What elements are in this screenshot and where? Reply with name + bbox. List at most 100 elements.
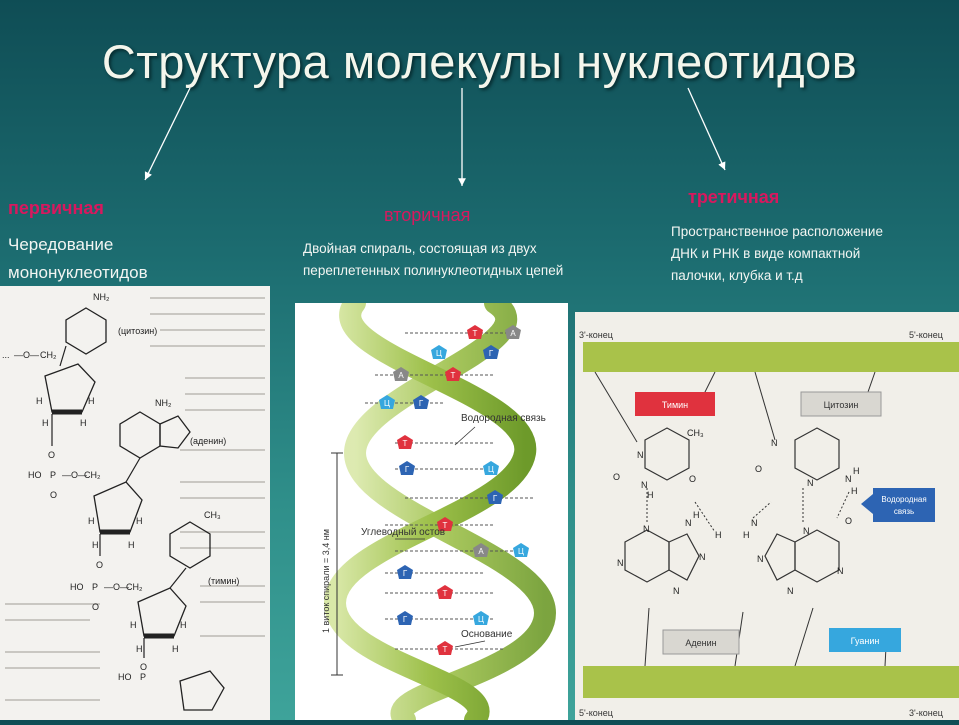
svg-text:N: N: [617, 558, 624, 568]
nh2-mid-label: NH₂: [155, 398, 172, 408]
adenine-label: (аденин): [190, 436, 226, 446]
svg-text:N: N: [643, 524, 650, 534]
base-letter-8: Т: [403, 439, 408, 448]
base-letter-9: Г: [405, 465, 410, 474]
svg-text:H: H: [715, 530, 722, 540]
arrow-primary: [144, 87, 191, 181]
svg-text:H: H: [743, 530, 750, 540]
svg-text:H: H: [92, 540, 99, 550]
svg-text:O: O: [845, 516, 852, 526]
svg-text:—O—: —O—: [104, 582, 129, 592]
svg-text:O: O: [689, 474, 696, 484]
base-letter-16: Т: [443, 589, 448, 598]
svg-text:—O—: —O—: [62, 470, 87, 480]
base-letter-18: Ц: [478, 615, 484, 624]
svg-text:...: ...: [2, 350, 10, 360]
p-label-2: P: [92, 582, 98, 592]
cytosine-box-label: Цитозин: [824, 400, 859, 410]
svg-text:O: O: [50, 490, 57, 500]
base-letter-6: Ц: [384, 399, 390, 408]
secondary-desc: Двойная спираль, состоящая из двух переп…: [303, 238, 563, 282]
svg-text:H: H: [88, 396, 95, 406]
svg-text:N: N: [641, 480, 648, 490]
primary-desc-line2: мононуклеотидов: [8, 263, 148, 282]
guanine-box-label: Гуанин: [851, 636, 880, 646]
svg-text:N: N: [637, 450, 644, 460]
svg-text:N: N: [699, 552, 706, 562]
thymine-label: (тимин): [208, 576, 239, 586]
page-title: Структура молекулы нуклеотидов: [101, 35, 858, 88]
base-letter-3: Г: [489, 349, 494, 358]
ch2-label-2: CH₂: [84, 470, 101, 480]
svg-text:N: N: [787, 586, 794, 596]
base-letter-1: А: [510, 329, 516, 338]
svg-text:H: H: [853, 466, 860, 476]
svg-text:—O—: —O—: [14, 350, 39, 360]
svg-text:H: H: [36, 396, 43, 406]
svg-text:H: H: [42, 418, 49, 428]
svg-text:H: H: [693, 510, 700, 520]
secondary-desc-line2: переплетенных полинуклеотидных цепей: [303, 263, 564, 278]
adenine-box-label: Аденин: [685, 638, 716, 648]
hbond-label-line2: связь: [894, 507, 914, 516]
base-letter-13: А: [478, 547, 484, 556]
svg-text:H: H: [180, 620, 187, 630]
secondary-desc-line1: Двойная спираль, состоящая из двух: [303, 241, 537, 256]
ch3-label: CH₃: [204, 510, 221, 520]
base-letter-4: А: [398, 371, 404, 380]
tertiary-desc: Пространственное расположение ДНК и РНК …: [671, 221, 883, 287]
tertiary-desc-line2: ДНК и РНК в виде компактной: [671, 246, 861, 261]
p-label-1: P: [50, 470, 56, 480]
base-pairing-figure: 3'-конец 5'-конец 5'-конец 3'-конец Тими…: [575, 312, 959, 720]
svg-text:H: H: [647, 490, 654, 500]
svg-text:N: N: [685, 518, 692, 528]
tertiary-heading: третичная: [688, 187, 780, 207]
svg-text:H: H: [136, 516, 143, 526]
svg-text:O: O: [92, 602, 99, 612]
svg-text:H: H: [128, 540, 135, 550]
svg-text:H: H: [172, 644, 179, 654]
svg-text:O: O: [140, 662, 147, 672]
primary-desc-line1: Чередование: [8, 235, 114, 254]
tertiary-desc-line3: палочки, клубка и т.д: [671, 268, 803, 283]
base-letter-5: Т: [451, 371, 456, 380]
end5-top: 5'-конец: [909, 330, 943, 340]
svg-text:H: H: [136, 644, 143, 654]
svg-text:O: O: [755, 464, 762, 474]
base-label: Основание: [461, 629, 513, 640]
svg-text:O: O: [96, 560, 103, 570]
p-label-3: P: [140, 672, 146, 682]
thymine-box-label: Тимин: [662, 400, 688, 410]
svg-text:H: H: [851, 486, 858, 496]
hydrogen-bond-label: Водородная связь: [461, 413, 546, 424]
base-letter-7: Г: [419, 399, 424, 408]
svg-text:N: N: [757, 554, 764, 564]
ho-label-3: HO: [118, 672, 132, 682]
helix-turn-label: 1 виток спирали = 3,4 нм: [321, 529, 331, 633]
base-letter-14: Ц: [518, 547, 524, 556]
svg-text:H: H: [130, 620, 137, 630]
svg-text:O: O: [48, 450, 55, 460]
svg-text:O: O: [613, 472, 620, 482]
arrow-tertiary: [687, 87, 726, 171]
ho-label-2: HO: [70, 582, 84, 592]
double-helix-figure: Т А Ц Г А Т Ц Г Т Г Ц Г Т А Ц Г Т Г Ц Т …: [295, 292, 568, 725]
svg-text:N: N: [751, 518, 758, 528]
svg-text:N: N: [673, 586, 680, 596]
svg-text:N: N: [803, 526, 810, 536]
ch2-label-1: CH₂: [40, 350, 57, 360]
sugar-backbone-label: Углеводный остов: [361, 527, 445, 538]
base-letter-0: Т: [473, 329, 478, 338]
base-letter-2: Ц: [436, 349, 442, 358]
svg-text:N: N: [845, 474, 852, 484]
secondary-heading: вторичная: [384, 205, 471, 225]
svg-text:N: N: [837, 566, 844, 576]
svg-text:N: N: [771, 438, 778, 448]
base-letter-19: Т: [443, 645, 448, 654]
hbond-label-line1: Водородная: [881, 495, 926, 504]
arrows: [144, 87, 726, 186]
end3-top: 3'-конец: [579, 330, 613, 340]
base-letter-15: Г: [403, 569, 408, 578]
base-letter-11: Г: [493, 494, 498, 503]
